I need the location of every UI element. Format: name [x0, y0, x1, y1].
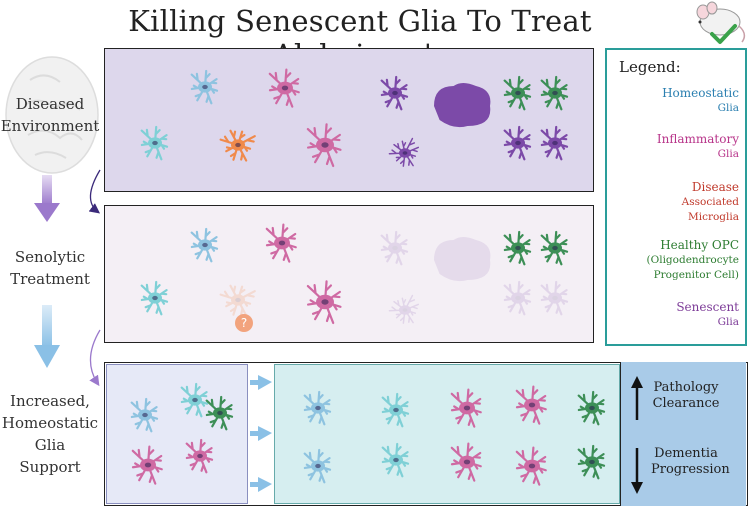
panel-homeostatic-left	[106, 364, 248, 504]
panel-senolytic	[104, 205, 594, 343]
curve-arrow-1	[88, 169, 101, 214]
question-badge: ?	[235, 314, 253, 332]
panel-diseased	[104, 48, 594, 192]
panel-homeostatic-main	[274, 364, 620, 504]
legend-title: Legend:	[619, 58, 681, 76]
curve-arrow-2	[89, 329, 101, 387]
arrow-down-purple	[34, 175, 60, 222]
arrow-down-blue	[34, 305, 60, 368]
